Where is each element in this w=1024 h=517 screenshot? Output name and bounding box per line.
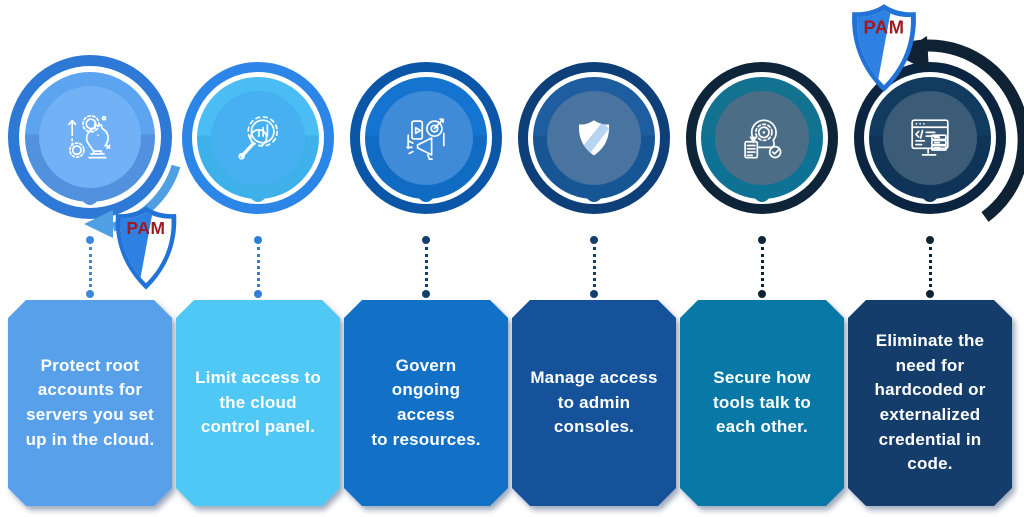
connector-3-bottom-dot [422,290,430,298]
connector-1 [5,236,175,298]
strategy-chess-knight-icon [68,115,111,159]
box-5: Secure how tools talk to each other. [680,300,844,506]
shield-icon [578,120,610,156]
station-protect-root: Protect root accounts for servers you se… [5,0,175,517]
gear-wrench-analytics-icon [238,116,279,160]
connector-1-bottom-dot [86,290,94,298]
circle-6 [854,62,1006,214]
circle-4-disc [533,77,655,199]
box-2-text: Limit access to the cloud control panel. [195,368,321,437]
circle-6-disc [869,77,991,199]
circle-3-disc [365,77,487,199]
connector-5-line [760,247,764,287]
box-4-wrap: Manage access to admin consoles. [512,300,676,506]
connector-1-line [88,247,92,287]
connector-2-line [256,247,260,287]
circle-2 [182,62,334,214]
connector-2-bottom-dot [254,290,262,298]
circle-2-disc [197,77,319,199]
box-6-text: Eliminate the need for hardcoded or exte… [874,331,986,474]
box-6: Eliminate the need for hardcoded or exte… [848,300,1012,506]
connector-5-bottom-dot [758,290,766,298]
box-3: Govern ongoing access to resources. [344,300,508,506]
connector-5-top-dot [758,236,766,244]
box-4-text: Manage access to admin consoles. [530,368,658,437]
station-secure-tools: Secure how tools talk to each other. [677,0,847,517]
circle-5 [686,62,838,214]
box-6-wrap: Eliminate the need for hardcoded or exte… [848,300,1012,506]
box-3-text: Govern ongoing access to resources. [371,355,481,449]
box-3-wrap: Govern ongoing access to resources. [344,300,508,506]
agile-cycle-checklist-icon [744,119,782,159]
connector-4 [509,236,679,298]
connector-3 [341,236,511,298]
code-browser-server-icon [911,119,949,156]
circle-4 [518,62,670,214]
box-1-text: Protect root accounts for servers you se… [25,355,155,449]
connector-4-bottom-dot [590,290,598,298]
box-5-wrap: Secure how tools talk to each other. [680,300,844,506]
circle-3-inner [379,91,473,185]
connector-6-bottom-dot [926,290,934,298]
connector-2 [173,236,343,298]
connector-4-top-dot [590,236,598,244]
circle-2-inner [211,91,305,185]
box-1: Protect root accounts for servers you se… [8,300,172,506]
connector-4-line [592,247,596,287]
campaign-target-megaphone-icon [406,118,445,160]
station-eliminate-hardcoded-credentials: Eliminate the need for hardcoded or exte… [845,0,1015,517]
connector-6-line [928,247,932,287]
circle-4-inner [547,91,641,185]
connector-1-top-dot [86,236,94,244]
connector-3-line [424,247,428,287]
connector-6 [845,236,1015,298]
circle-5-disc [701,77,823,199]
box-5-text: Secure how tools talk to each other. [713,368,811,437]
station-govern-access: Govern ongoing access to resources. [341,0,511,517]
station-limit-access: Limit access to the cloud control panel. [173,0,343,517]
circle-3 [350,62,502,214]
box-4: Manage access to admin consoles. [512,300,676,506]
circle-1-disc [25,72,155,202]
connector-6-top-dot [926,236,934,244]
station-manage-admin-consoles: Manage access to admin consoles. [509,0,679,517]
circle-6-inner [883,91,977,185]
connector-2-top-dot [254,236,262,244]
connector-5 [677,236,847,298]
box-2: Limit access to the cloud control panel. [176,300,340,506]
box-1-wrap: Protect root accounts for servers you se… [8,300,172,506]
box-2-wrap: Limit access to the cloud control panel. [176,300,340,506]
connector-3-top-dot [422,236,430,244]
circle-1 [8,55,172,219]
circle-1-inner [39,86,141,188]
circle-5-inner [715,91,809,185]
